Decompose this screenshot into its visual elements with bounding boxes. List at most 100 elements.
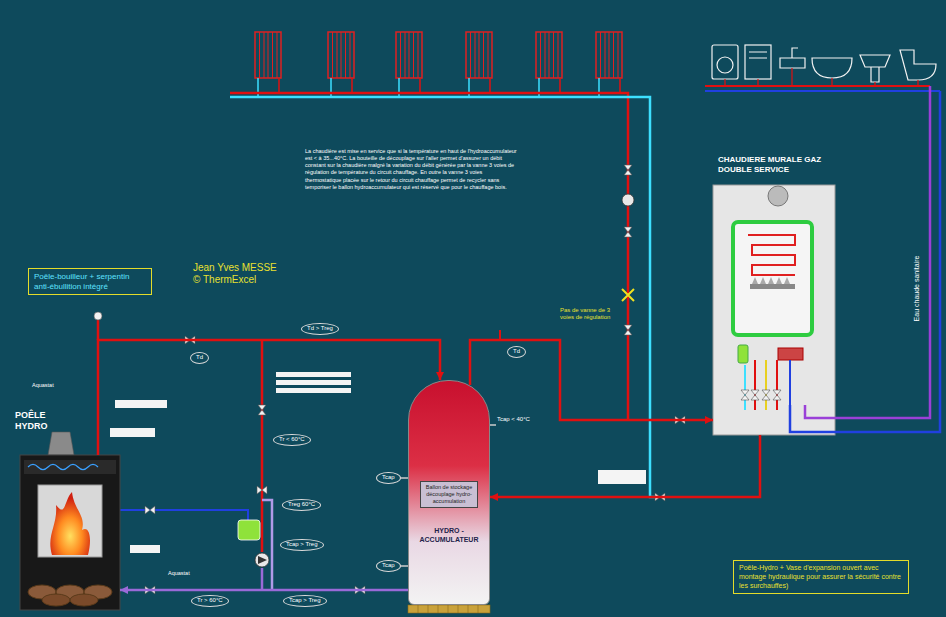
radiator-part bbox=[328, 32, 354, 78]
valve-symbol-part bbox=[624, 325, 632, 335]
sensor-oval: Tcap bbox=[376, 560, 401, 572]
boiler-illustration-part bbox=[733, 222, 812, 335]
valve-note: Pas de vanne de 3 voies de régulation bbox=[560, 307, 620, 321]
tank-plinth-part bbox=[408, 605, 490, 613]
arrow-head bbox=[490, 493, 498, 501]
boiler-illustration-part bbox=[750, 284, 795, 289]
boiler-illustration-part bbox=[741, 390, 749, 400]
sensor-oval: Tcap > Treg bbox=[280, 539, 324, 551]
radiator-part bbox=[536, 32, 562, 78]
heating-pipe-part bbox=[230, 93, 628, 420]
no-valve-mark bbox=[622, 289, 634, 301]
boiler-illustration-part bbox=[773, 390, 781, 400]
stove-illustration-part bbox=[48, 432, 74, 455]
placeholder-box-part bbox=[276, 372, 351, 377]
pipe-connector bbox=[470, 340, 713, 420]
sensor-label: Tcap > Treg bbox=[289, 597, 321, 605]
boiler-illustration-part bbox=[776, 360, 778, 410]
sanitary-fixtures bbox=[712, 45, 936, 82]
placeholder-box-part bbox=[276, 380, 351, 385]
node-text: HYDRO - ACCUMULATEUR bbox=[409, 527, 489, 545]
sanitary-pipe-part bbox=[805, 86, 930, 418]
sensor-label: Tcap bbox=[382, 562, 395, 570]
tank: HYDRO - ACCUMULATEUR Ballon de stockage d… bbox=[408, 380, 490, 605]
valve-symbol-part bbox=[145, 506, 155, 514]
boiler-illustration-part bbox=[765, 360, 767, 410]
pipe-connector bbox=[98, 340, 440, 455]
sensor-label: Td > Treg bbox=[307, 325, 333, 333]
radiator-part bbox=[396, 32, 422, 78]
sanitary-fixtures-part bbox=[780, 48, 805, 68]
stove-illustration-part bbox=[50, 492, 90, 555]
pipe-connector bbox=[120, 589, 408, 592]
sensor-label: Tr < 60°C bbox=[279, 436, 305, 444]
sanitary-fixtures-part bbox=[717, 57, 733, 73]
valve-symbol bbox=[94, 165, 685, 594]
sensor-label: Tr > 60°C bbox=[197, 597, 223, 605]
boiler-illustration-part bbox=[762, 390, 770, 400]
boiler-illustration-part bbox=[748, 235, 795, 275]
heating-pipe-part bbox=[261, 568, 264, 590]
radiator-part bbox=[255, 32, 281, 78]
pump-symbol-part bbox=[255, 553, 269, 567]
stove-illustration-part bbox=[24, 460, 116, 474]
sensor-label: Tcap bbox=[382, 474, 395, 482]
sanitary-pipe-part bbox=[725, 68, 918, 86]
placeholder-box-part bbox=[115, 400, 167, 408]
sensor-label: Tcap > Treg bbox=[286, 541, 318, 549]
sanitary-fixtures-part bbox=[745, 45, 771, 79]
radiator-part bbox=[596, 32, 622, 78]
boiler-illustration-part bbox=[752, 277, 790, 284]
pump-symbol-part bbox=[622, 194, 634, 206]
tank-plinth-part bbox=[418, 605, 478, 613]
heating-pipe-part bbox=[499, 330, 501, 340]
pipe-label: Eau chaude sanitaire bbox=[913, 249, 920, 329]
radiator bbox=[255, 32, 622, 97]
boiler-illustration bbox=[713, 185, 835, 435]
sensor-oval: Tr > 60°C bbox=[191, 595, 229, 607]
arrow-head bbox=[436, 372, 444, 380]
sanitary-fixtures-part bbox=[712, 45, 738, 79]
stove-illustration bbox=[20, 432, 120, 610]
heating-pipe-part bbox=[262, 500, 272, 590]
sensor-oval: Td bbox=[190, 352, 209, 364]
sanitary-pipe-part bbox=[705, 85, 930, 87]
note-box: Poêle-bouilleur + serpentin anti-ébullit… bbox=[28, 268, 152, 295]
sanitary-fixtures-part bbox=[900, 50, 936, 80]
node-text: Ballon de stockage découplage hydro-accu… bbox=[423, 484, 475, 505]
stove-illustration-part bbox=[20, 455, 120, 610]
pipe-connector bbox=[490, 435, 760, 497]
radiator-part bbox=[466, 32, 492, 78]
boiler-illustration-part bbox=[744, 365, 746, 410]
sanitary-fixtures-part bbox=[812, 58, 852, 78]
boiler-box: CHAUDIERE MURALE GAZ DOUBLE SERVICE bbox=[713, 152, 835, 435]
sensor-label: Td bbox=[196, 354, 203, 362]
placeholder-box bbox=[110, 372, 646, 553]
sanitary-pipe bbox=[705, 68, 940, 432]
sensor-name: Aquastat bbox=[32, 382, 72, 388]
placeholder-box-part bbox=[130, 545, 160, 553]
valve-symbol-part bbox=[624, 227, 632, 237]
valve-symbol-part bbox=[94, 312, 102, 320]
heating-pipe-part bbox=[261, 340, 264, 552]
stove-illustration-part bbox=[28, 465, 98, 470]
author-credit: Jean Yves MESSE © ThermExcel bbox=[193, 262, 279, 286]
valve-symbol-part bbox=[624, 165, 632, 175]
stove-illustration-part bbox=[42, 594, 70, 606]
note-text: La chaudière est mise en service que si … bbox=[305, 148, 520, 191]
boiler-illustration-part bbox=[789, 360, 791, 405]
sensor-label: Td bbox=[513, 348, 520, 356]
sanitary-fixtures-part bbox=[860, 55, 890, 82]
sensor-oval: Td bbox=[507, 346, 526, 358]
arrow-head bbox=[120, 586, 128, 594]
sanitary-pipe-part bbox=[705, 90, 940, 92]
placeholder-box-part bbox=[110, 428, 155, 437]
heating-pipe-part bbox=[120, 510, 248, 520]
sanitary-pipe-part bbox=[790, 91, 940, 432]
node-text: Poêle-bouilleur + serpentin anti-ébullit… bbox=[34, 272, 146, 291]
placeholder-box-part bbox=[598, 470, 646, 484]
sanitary-fixtures-part bbox=[749, 52, 767, 58]
expansion-vessel-part bbox=[238, 520, 260, 540]
arrow-head bbox=[705, 416, 713, 424]
stove-box: POÊLE HYDRO bbox=[20, 455, 120, 610]
